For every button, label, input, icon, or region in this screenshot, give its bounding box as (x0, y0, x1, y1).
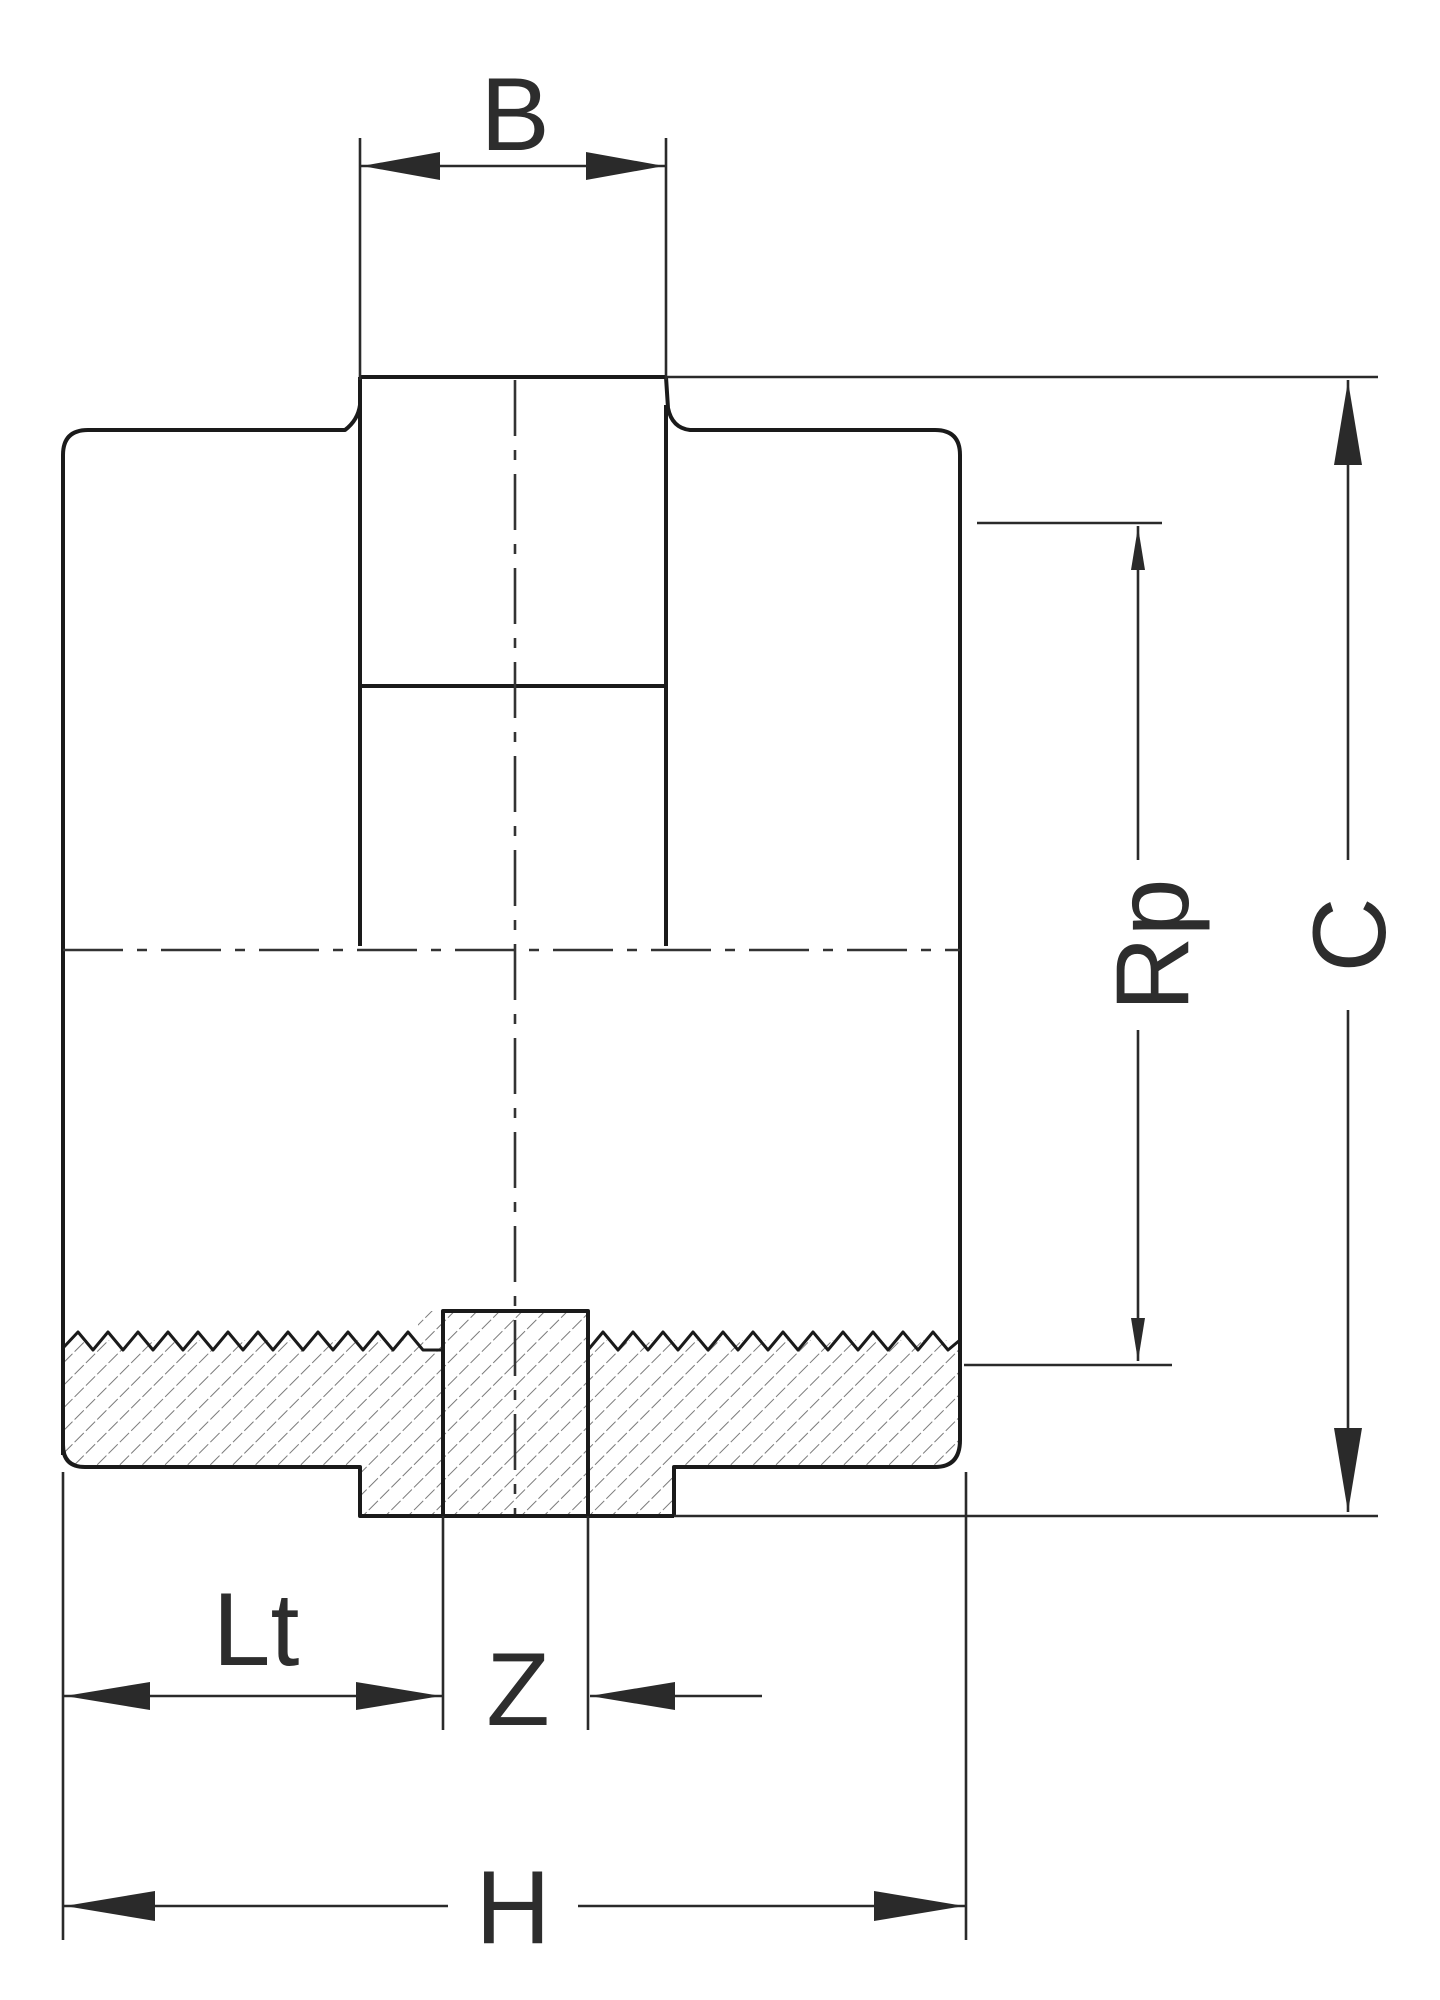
label-c: C (1292, 897, 1408, 972)
right-outer-wall (664, 376, 962, 1516)
dimension-z: Z (486, 1516, 762, 1748)
dimension-c: C (666, 375, 1408, 1518)
bottom-spigot-edge (61, 1444, 674, 1518)
label-rp: Rp (1095, 879, 1211, 1012)
thread-right (586, 1330, 961, 1352)
label-b: B (480, 57, 549, 173)
arrow-c-top (1334, 381, 1362, 465)
hatched-section (63, 1311, 960, 1516)
arrow-rp-bottom (1131, 1318, 1145, 1361)
arrow-lt-right (356, 1682, 441, 1710)
dimension-lt: Lt (61, 1472, 445, 1940)
label-z: Z (486, 1632, 550, 1748)
dimension-rp: Rp (964, 521, 1211, 1367)
label-h: H (475, 1850, 550, 1966)
arrow-rp-top (1131, 527, 1145, 570)
arrow-z (590, 1682, 675, 1710)
label-lt: Lt (213, 1572, 300, 1688)
fitting-outline (61, 375, 962, 1518)
left-outer-wall (61, 377, 362, 1455)
arrow-h-right (874, 1891, 964, 1921)
dimension-h: H (63, 1472, 968, 1966)
thread-left (61, 1330, 443, 1352)
arrow-h-left (65, 1891, 155, 1921)
arrow-b-right (586, 152, 664, 180)
arrow-lt-left (65, 1682, 150, 1710)
arrow-c-bottom (1334, 1428, 1362, 1512)
dimension-b: B (358, 57, 668, 380)
arrow-b-left (362, 152, 440, 180)
